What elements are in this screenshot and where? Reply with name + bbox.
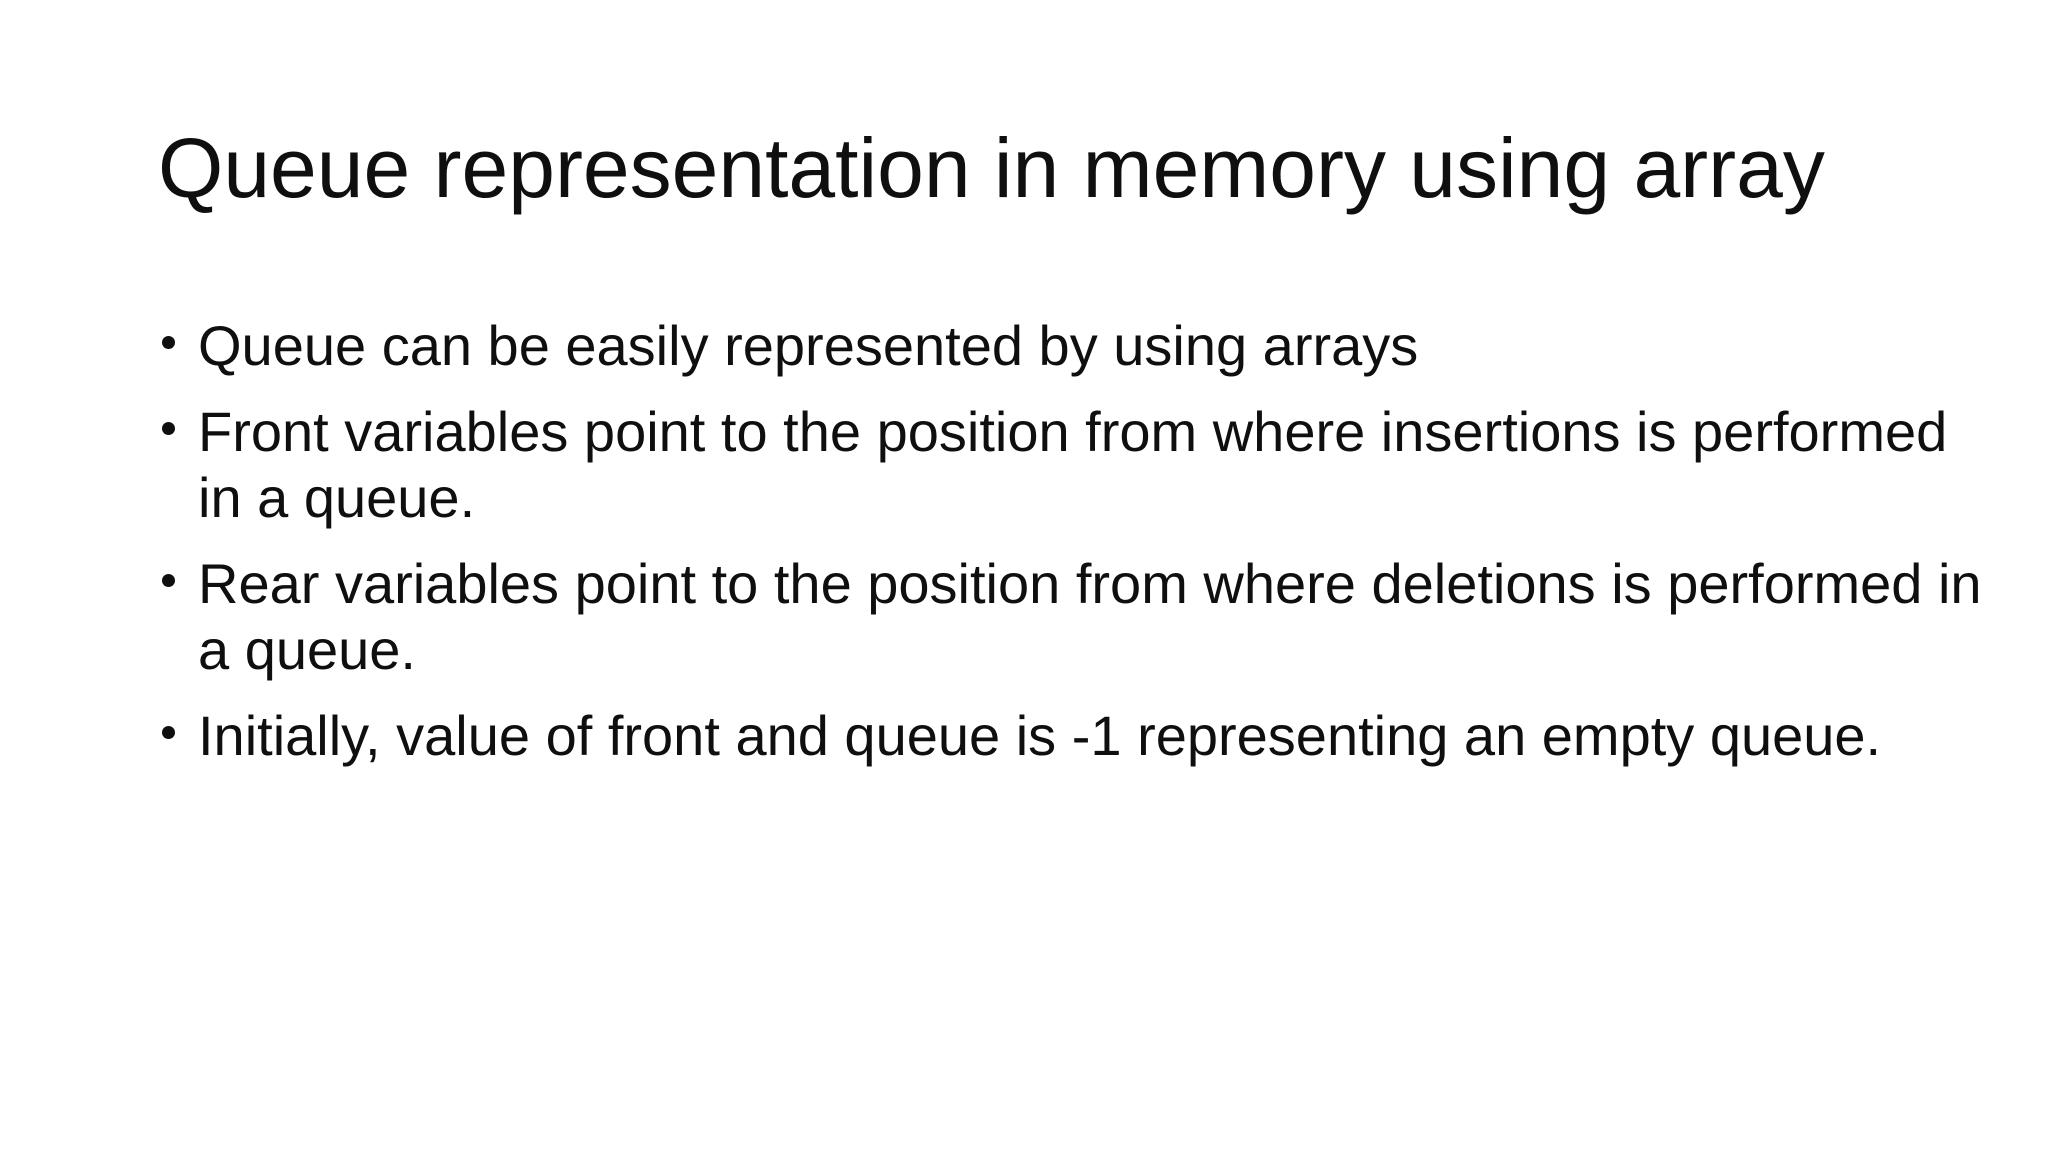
bullet-dot-icon xyxy=(162,336,175,349)
bullet-text: Rear variables point to the position fro… xyxy=(198,552,1982,681)
bullet-dot-icon xyxy=(162,726,175,739)
bullet-dot-icon xyxy=(162,574,175,587)
bullet-item: Rear variables point to the position fro… xyxy=(158,551,1998,683)
bullet-item: Front variables point to the position fr… xyxy=(158,399,1998,531)
bullet-text: Queue can be easily represented by using… xyxy=(198,314,1419,377)
bullet-item: Initially, value of front and queue is -… xyxy=(158,703,1998,769)
bullet-dot-icon xyxy=(162,422,175,435)
bullet-item: Queue can be easily represented by using… xyxy=(158,313,1998,379)
bullet-list: Queue can be easily represented by using… xyxy=(158,313,1998,789)
bullet-text: Front variables point to the position fr… xyxy=(198,400,1948,529)
bullet-text: Initially, value of front and queue is -… xyxy=(198,704,1882,767)
slide-title: Queue representation in memory using arr… xyxy=(158,121,1825,215)
